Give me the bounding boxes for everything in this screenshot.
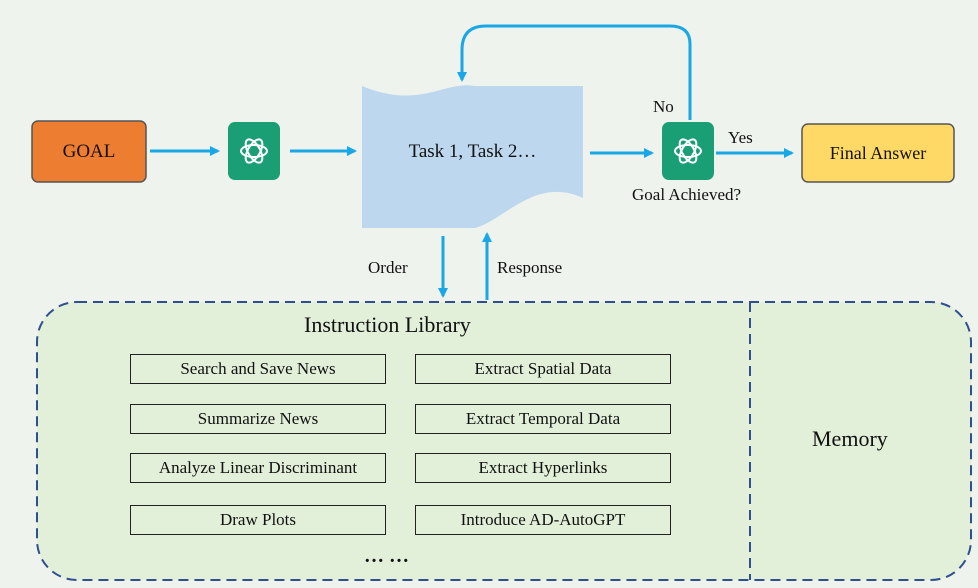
goal-label: GOAL [62,140,116,162]
response-label: Response [497,258,563,277]
chatgpt-check-icon [662,122,714,180]
library-container [36,301,972,581]
library-title: Instruction Library [304,312,471,337]
goal-achieved-label: Goal Achieved? [632,185,742,204]
tasks-label: Task 1, Task 2… [408,141,537,162]
library-ellipsis: … … [364,545,409,567]
order-label: Order [368,258,408,277]
yes-label: Yes [728,128,753,147]
task-scroll-shape [362,85,583,229]
library-item-extract-spatial: Extract Spatial Data [415,354,671,384]
memory-label: Memory [812,426,888,451]
library-item-introduce-adautogpt: Introduce AD-AutoGPT [415,505,671,535]
no-label: No [653,97,674,116]
library-item-extract-temporal: Extract Temporal Data [415,404,671,434]
library-item-extract-hyperlinks: Extract Hyperlinks [415,453,671,483]
final-answer-box [801,123,955,183]
chatgpt-icon [228,122,280,180]
library-item-summarize-news: Summarize News [130,404,386,434]
goal-box [31,120,147,183]
library-item-draw-plots: Draw Plots [130,505,386,535]
library-item-search-save-news: Search and Save News [130,354,386,384]
library-item-analyze-lda: Analyze Linear Discriminant [130,453,386,483]
arrow-loop-back [457,24,692,120]
final-answer-label: Final Answer [829,142,927,163]
